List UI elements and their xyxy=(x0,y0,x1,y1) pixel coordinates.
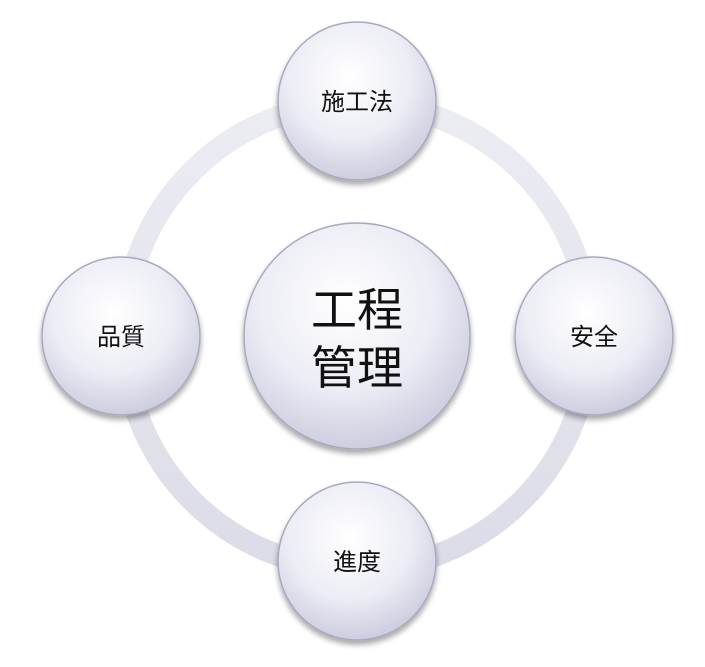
node-bottom-label: 進度 xyxy=(333,548,381,576)
node-right xyxy=(514,256,674,416)
center-label-line1: 工程 xyxy=(311,283,403,337)
node-left xyxy=(41,256,201,416)
node-left-label: 品質 xyxy=(97,323,145,351)
node-top-label: 施工法 xyxy=(321,88,393,116)
node-right-label: 安全 xyxy=(570,323,618,351)
center-node xyxy=(243,222,471,450)
node-bottom xyxy=(277,481,437,641)
node-top xyxy=(277,21,437,181)
center-label-line2: 管理 xyxy=(311,341,403,395)
